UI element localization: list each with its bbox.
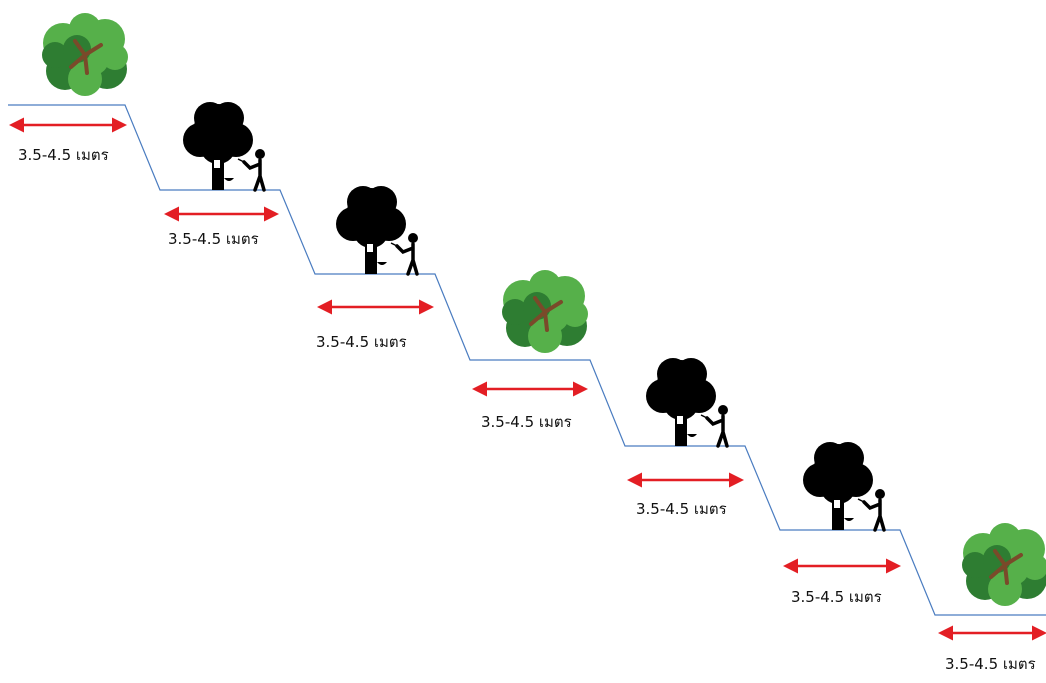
icons-layer — [42, 13, 1046, 606]
tree-canopy-icon — [962, 523, 1046, 606]
spacing-label: 3.5-4.5 เมตร — [791, 588, 882, 606]
spacing-label: 3.5-4.5 เมตร — [636, 500, 727, 518]
spacing-label: 3.5-4.5 เมตร — [316, 333, 407, 351]
spacing-label: 3.5-4.5 เมตร — [168, 230, 259, 248]
rubber-tapper-icon — [183, 102, 266, 192]
terrace-steps-line — [8, 104, 1046, 616]
spacing-label: 3.5-4.5 เมตร — [945, 655, 1036, 673]
tree-canopy-icon — [502, 270, 588, 353]
spacing-label: 3.5-4.5 เมตร — [18, 146, 109, 164]
rubber-tapper-icon — [646, 358, 729, 448]
tree-canopy-icon — [42, 13, 128, 96]
rubber-tapper-icon — [803, 442, 886, 532]
arrows-layer — [8, 117, 1046, 641]
spacing-label: 3.5-4.5 เมตร — [481, 413, 572, 431]
rubber-tapper-icon — [336, 186, 419, 276]
